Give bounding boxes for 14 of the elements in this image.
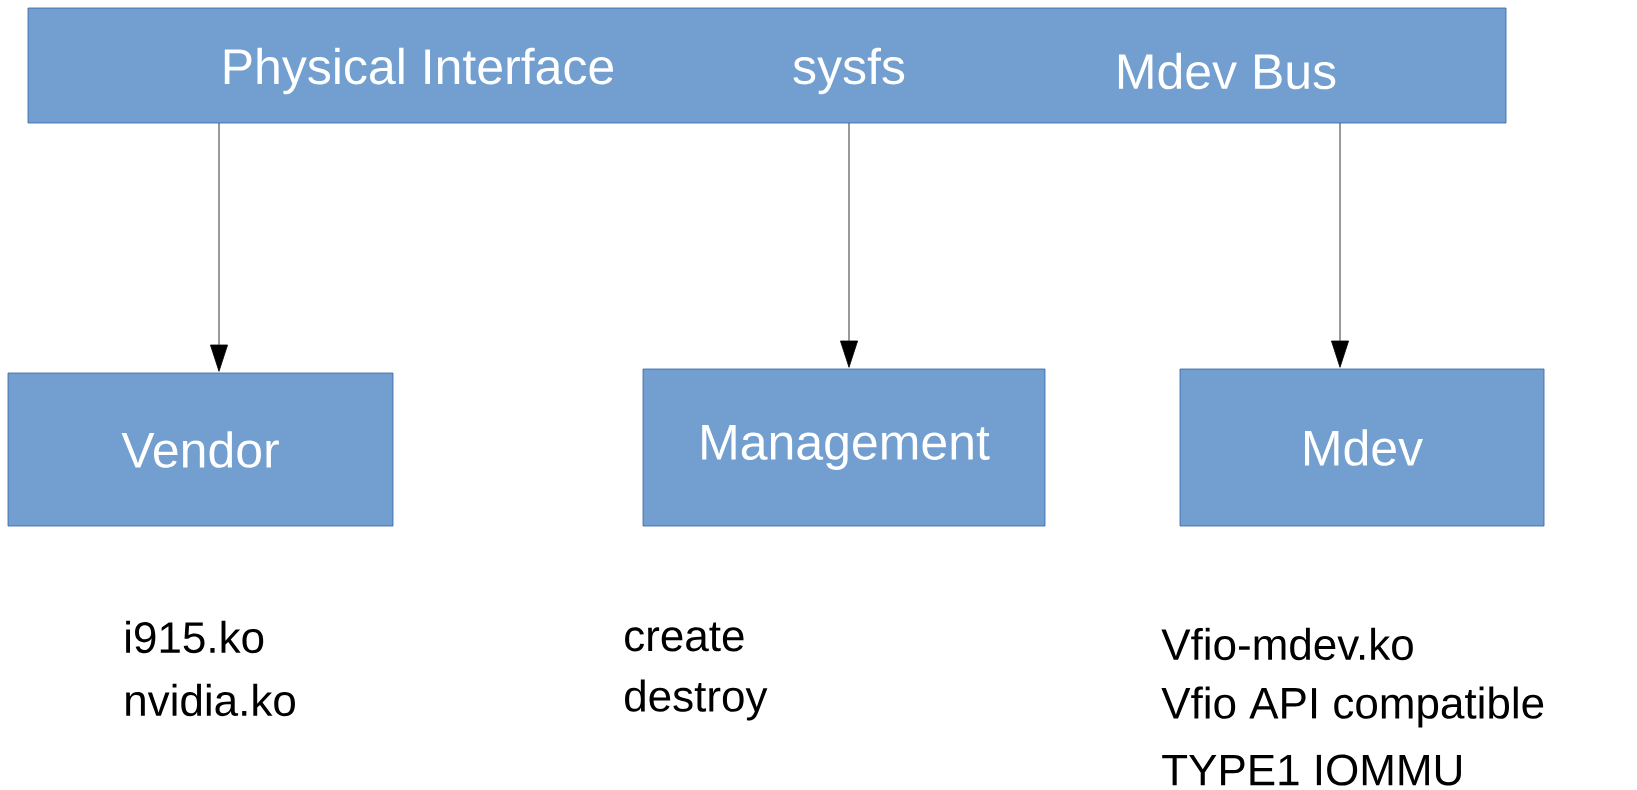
module-note: create [625,622,744,652]
module-box: Mdev [1179,368,1545,527]
arrow [210,122,228,372]
module-note: nvidia.ko [126,683,295,717]
module-note: i915.ko [126,620,264,654]
module-note: TYPE1 IOMMU [1162,754,1461,786]
module-note: Vfio API compatible [1161,686,1544,728]
module-box: Management [642,368,1046,527]
arrow [840,122,858,368]
module-note: Vfio-mdev.ko [1161,627,1413,661]
interface-bar: Physical Interface sysfs Mdev Bus [27,7,1507,124]
module-note: destroy [625,679,768,721]
arrow [1331,122,1349,368]
module-box: Vendor [7,372,394,527]
